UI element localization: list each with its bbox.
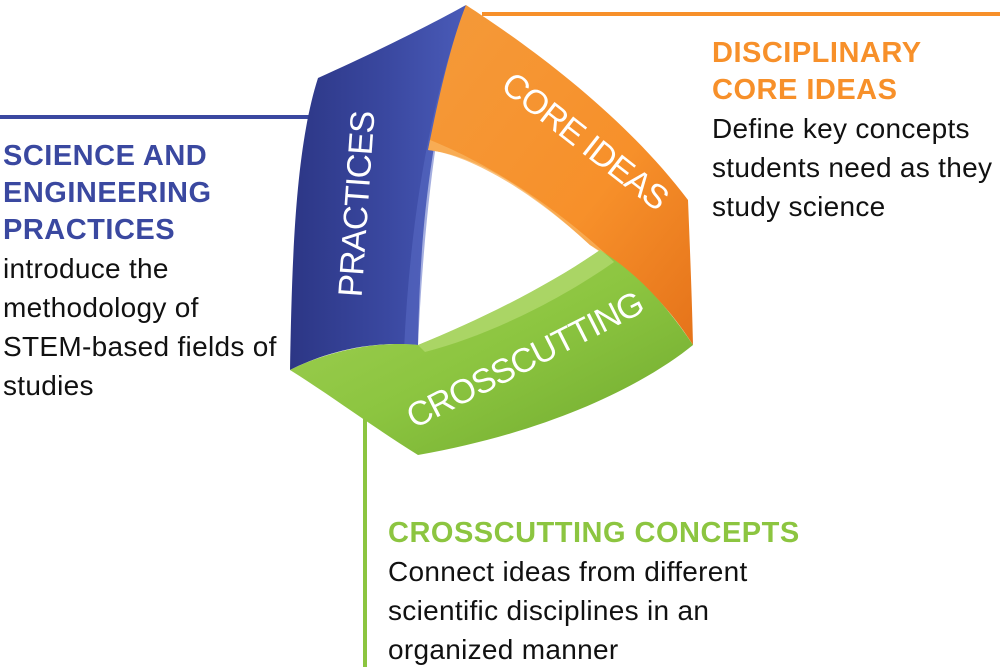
core-band-inner-edge xyxy=(428,140,618,265)
practices-band xyxy=(290,5,466,370)
crosscutting-callout: CROSSCUTTING CONCEPTS Connect ideas from… xyxy=(388,515,1000,669)
practices-callout-description: introduce the methodology of STEM-based … xyxy=(3,253,277,401)
core-title-line-2: CORE IDEAS xyxy=(712,74,898,106)
core-ideas-callout-description: Define key concepts students need as the… xyxy=(712,113,993,222)
practices-callout-title: SCIENCE AND ENGINEERING PRACTICES xyxy=(3,138,293,249)
core-title-line-1: DISCIPLINARY xyxy=(712,37,922,69)
practices-title-line-3: PRACTICES xyxy=(3,214,176,246)
crosscutting-band-edge xyxy=(418,250,614,352)
practices-callout: SCIENCE AND ENGINEERING PRACTICES introd… xyxy=(3,138,293,405)
core-ideas-callout: DISCIPLINARY CORE IDEAS Define key conce… xyxy=(712,35,1000,226)
practices-title-line-2: ENGINEERING xyxy=(3,177,212,209)
crosscutting-band xyxy=(290,250,693,455)
crosscutting-callout-description: Connect ideas from different scientific … xyxy=(388,556,748,665)
practices-band-edge xyxy=(404,5,466,350)
practices-title-line-1: SCIENCE AND xyxy=(3,140,208,172)
crosscutting-title-line-1: CROSSCUTTING CONCEPTS xyxy=(388,517,800,549)
crosscutting-callout-title: CROSSCUTTING CONCEPTS xyxy=(388,515,1000,552)
core-ideas-callout-title: DISCIPLINARY CORE IDEAS xyxy=(712,35,1000,109)
core-band xyxy=(428,5,693,345)
